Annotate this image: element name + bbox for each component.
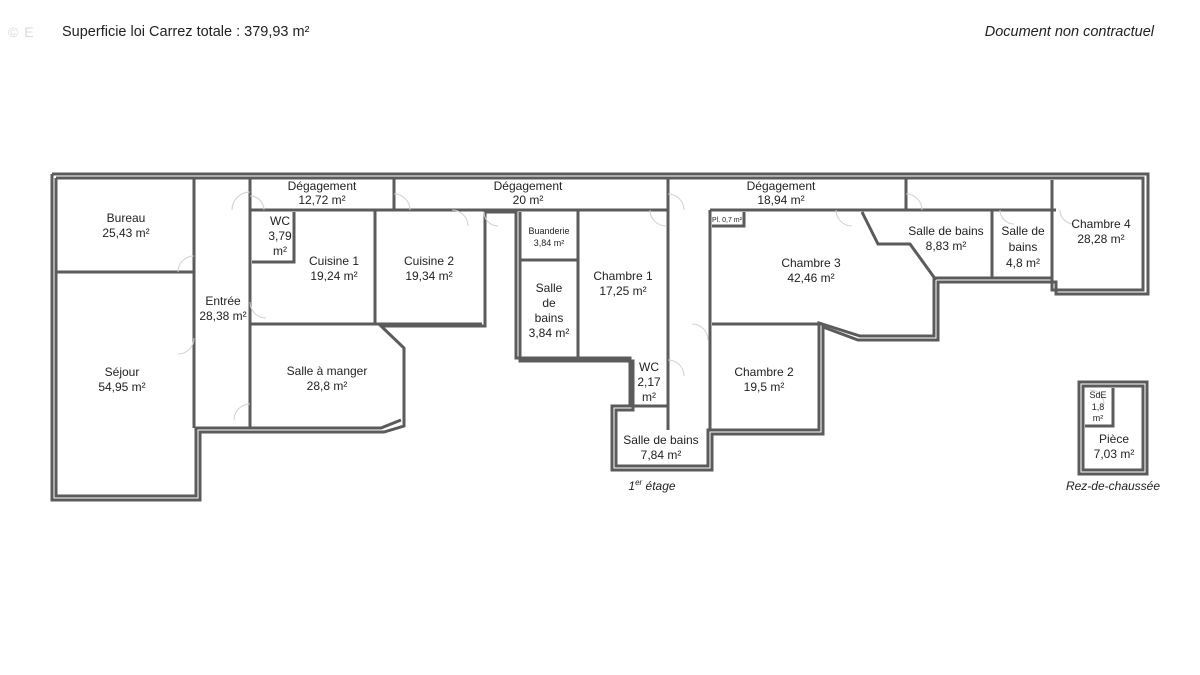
room-wc-1: WC 3,79 m² [268, 214, 292, 258]
room-entree: Entrée 28,38 m² [199, 294, 246, 323]
room-area: 7,84 m² [641, 448, 682, 462]
caption-rez-de-chaussee: Rez-de-chaussée [1066, 479, 1160, 493]
room-name: Salle à manger [287, 364, 368, 378]
room-name: Cuisine 2 [404, 254, 454, 268]
total-surface-label: Superficie loi Carrez totale : 379,93 m² [62, 24, 310, 40]
room-name: Pièce [1099, 432, 1129, 446]
room-area: 25,43 m² [102, 226, 149, 240]
caption-floor-word: étage [642, 479, 676, 493]
room-name: Chambre 2 [734, 365, 794, 379]
room-area: 3,79 [268, 229, 292, 243]
room-name: Chambre 1 [593, 269, 653, 283]
room-area: 28,28 m² [1077, 232, 1124, 246]
room-degagement-1: Dégagement 12,72 m² [288, 179, 357, 207]
room-area-unit: m² [273, 244, 287, 258]
room-name: Pl. 0,7 m² [712, 217, 743, 224]
room-salle-de-bains-4: Salle de bains 4,8 m² [1001, 224, 1045, 270]
room-salle-de-bains-1: Salle de bains 3,84 m² [529, 281, 570, 340]
room-sde: SdE 1,8 m² [1089, 390, 1106, 423]
room-area: 4,8 m² [1006, 256, 1040, 270]
room-name: Chambre 3 [781, 256, 841, 270]
room-area: 28,38 m² [199, 309, 246, 323]
room-salle-de-bains-3: Salle de bains 8,83 m² [908, 224, 983, 253]
room-area: 7,03 m² [1094, 447, 1135, 461]
inner-walls [56, 178, 1056, 430]
room-buanderie: Buanderie 3,84 m² [528, 226, 569, 248]
room-area: 19,5 m² [744, 380, 785, 394]
room-area: 19,34 m² [405, 269, 452, 283]
room-name-line2: bains [1009, 240, 1038, 254]
room-bureau: Bureau 25,43 m² [102, 211, 149, 240]
room-name-line1: Salle [536, 281, 563, 295]
room-name: Dégagement [288, 179, 357, 193]
caption-floor-label: 1er étage [628, 478, 676, 493]
room-sejour: Séjour 54,95 m² [98, 365, 145, 394]
room-name: Chambre 4 [1071, 217, 1131, 231]
room-area: 42,46 m² [787, 271, 834, 285]
room-area-unit: m² [642, 390, 656, 404]
room-name: Buanderie [528, 226, 569, 236]
room-area: 3,84 m² [534, 238, 565, 248]
room-chambre-1: Chambre 1 17,25 m² [593, 269, 653, 298]
room-placard: Pl. 0,7 m² [712, 217, 743, 224]
room-area: 19,24 m² [310, 269, 357, 283]
room-name: Séjour [105, 365, 140, 379]
outer-walls [50, 172, 1150, 502]
room-name-line2: de [542, 296, 556, 310]
room-name: Bureau [107, 211, 146, 225]
room-name: Salle de bains [623, 433, 698, 447]
caption-floor-sup: er [635, 478, 642, 487]
room-area: 8,83 m² [926, 239, 967, 253]
room-degagement-3: Dégagement 18,94 m² [747, 179, 816, 207]
room-area: 12,72 m² [298, 193, 345, 207]
room-name: Cuisine 1 [309, 254, 359, 268]
caption-1er-etage: 1er étage [628, 478, 676, 493]
room-name: Dégagement [747, 179, 816, 193]
room-name: SdE [1089, 390, 1106, 400]
room-cuisine-2: Cuisine 2 19,34 m² [404, 254, 454, 283]
room-area: 18,94 m² [757, 193, 804, 207]
room-chambre-3: Chambre 3 42,46 m² [781, 256, 841, 285]
door-swings [177, 191, 1105, 421]
room-chambre-2: Chambre 2 19,5 m² [734, 365, 794, 394]
room-area: 3,84 m² [529, 326, 570, 340]
room-area: 1,8 [1092, 402, 1105, 412]
room-chambre-4: Chambre 4 28,28 m² [1071, 217, 1131, 246]
room-area-unit: m² [1093, 413, 1104, 423]
room-salle-de-bains-2: Salle de bains 7,84 m² [623, 433, 698, 462]
room-area: 20 m² [513, 193, 544, 207]
room-piece: Pièce 7,03 m² [1094, 432, 1135, 461]
room-area: 28,8 m² [307, 379, 348, 393]
room-area: 17,25 m² [599, 284, 646, 298]
room-name-line3: bains [535, 311, 564, 325]
caption-floor-number: 1 [628, 479, 635, 493]
room-area: 2,17 [637, 375, 661, 389]
room-name: Dégagement [494, 179, 563, 193]
room-name-line1: Salle de [1001, 224, 1045, 238]
room-cuisine-1: Cuisine 1 19,24 m² [309, 254, 359, 283]
room-name: Salle de bains [908, 224, 983, 238]
room-salle-a-manger: Salle à manger 28,8 m² [287, 364, 368, 393]
room-wc-2: WC 2,17 m² [637, 360, 661, 404]
room-area: 54,95 m² [98, 380, 145, 394]
room-name: Entrée [205, 294, 241, 308]
ground-floor-block [1077, 380, 1149, 476]
room-name: WC [270, 214, 290, 228]
room-name: WC [639, 360, 659, 374]
disclaimer-label: Document non contractuel [984, 24, 1154, 40]
watermark: © E [8, 24, 35, 40]
room-degagement-2: Dégagement 20 m² [494, 179, 563, 207]
